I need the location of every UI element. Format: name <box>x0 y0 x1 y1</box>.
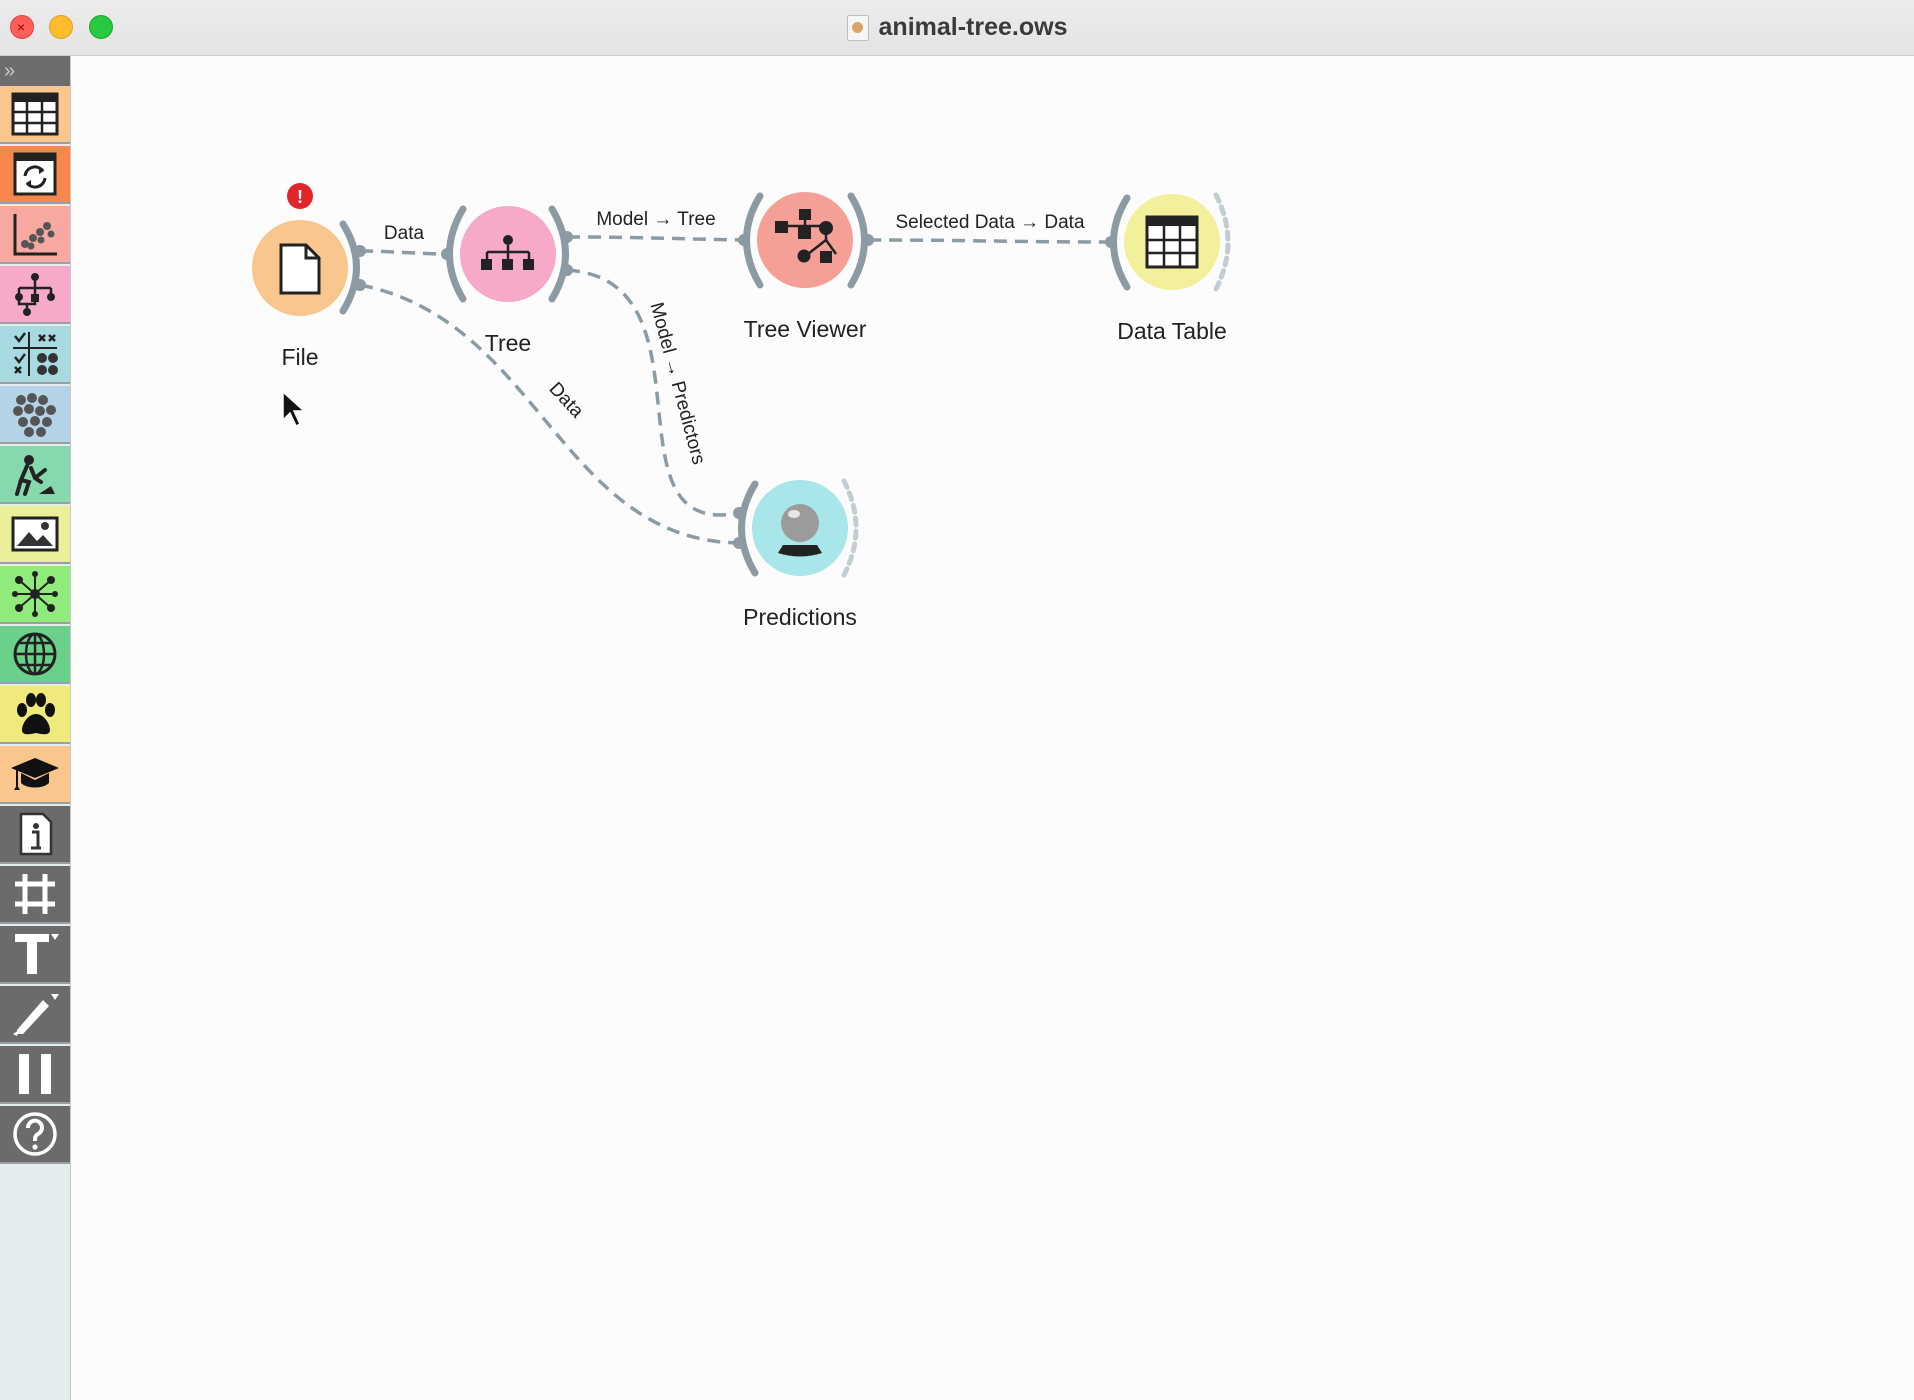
document-icon <box>846 14 869 41</box>
widget-label-data-table: Data Table <box>1117 318 1227 344</box>
toolbar-item-info[interactable] <box>0 806 70 864</box>
toolbar-item-pause[interactable] <box>0 1046 70 1104</box>
widget-label-tree: Tree <box>484 330 532 356</box>
grid-align-icon <box>15 874 55 914</box>
link-label-data-2: Data <box>545 378 588 422</box>
widget-label-file: File <box>281 344 319 370</box>
widget-label-tree-viewer: Tree Viewer <box>743 316 867 342</box>
pause-icon <box>19 1054 51 1094</box>
toolbar-item-help[interactable] <box>0 1106 70 1164</box>
pen-icon <box>13 994 59 1036</box>
error-icon: ! <box>297 187 303 207</box>
link-label-selected-data: Selected Data → Data <box>895 212 1084 233</box>
link-treeviewer-datatable[interactable] <box>867 238 1112 244</box>
toolbar-item-prototypes[interactable] <box>0 446 70 504</box>
error-badge[interactable]: ! <box>287 183 313 209</box>
table-icon <box>11 92 59 136</box>
link-file-tree[interactable] <box>359 249 448 256</box>
toolbar-expand-button[interactable]: » <box>0 56 70 86</box>
link-label-data-1: Data <box>384 223 425 244</box>
link-file-predictions[interactable] <box>359 283 740 545</box>
title-bar: × animal-tree.ows <box>0 0 1914 56</box>
widget-data-table[interactable] <box>1105 192 1231 292</box>
file-icon <box>279 243 321 295</box>
widget-label-predictions: Predictions <box>743 604 857 630</box>
mouse-cursor <box>282 390 306 428</box>
tree-viewer-icon <box>775 209 838 263</box>
help-icon <box>13 1112 57 1156</box>
text-icon <box>15 934 59 974</box>
network-icon <box>12 571 58 617</box>
toolbar-item-transform[interactable] <box>0 146 70 204</box>
toolbar-item-unsupervised[interactable] <box>0 386 70 444</box>
scatter-plot-icon <box>13 214 57 256</box>
info-document-icon <box>19 812 53 856</box>
widget-predictions[interactable] <box>733 478 859 578</box>
toolbar-item-arrow-annotation[interactable] <box>0 986 70 1044</box>
widget-tree-viewer[interactable] <box>738 192 874 289</box>
toolbar-item-network[interactable] <box>0 566 70 624</box>
image-icon <box>11 516 59 552</box>
transform-icon <box>13 152 57 196</box>
workflow-canvas[interactable]: Data Model → Tree Selected Data → Data M… <box>71 56 1914 1400</box>
toolbar-item-evaluate[interactable] <box>0 326 70 384</box>
widget-tree[interactable] <box>441 205 573 303</box>
maximize-window-button[interactable] <box>89 15 113 39</box>
toolbar-item-align[interactable] <box>0 866 70 924</box>
toolbar-item-text-annotation[interactable] <box>0 926 70 984</box>
crystal-ball-icon <box>778 504 822 557</box>
evaluate-icon <box>13 332 58 376</box>
toolbar-item-data[interactable] <box>0 86 70 144</box>
link-tree-predictions[interactable] <box>566 268 740 517</box>
toolbar-item-model[interactable] <box>0 266 70 324</box>
link-tree-treeviewer[interactable] <box>566 235 745 242</box>
workflow-graph: Data Model → Tree Selected Data → Data M… <box>252 183 1231 578</box>
toolbar-item-geo[interactable] <box>0 626 70 684</box>
graduation-cap-icon <box>11 758 59 790</box>
widget-toolbar: » <box>0 56 71 1400</box>
worker-icon <box>15 455 55 496</box>
close-icon: × <box>17 19 26 35</box>
minimize-window-button[interactable] <box>49 15 73 39</box>
toolbar-item-education[interactable] <box>0 746 70 804</box>
toolbar-item-image-analytics[interactable] <box>0 506 70 564</box>
tree-model-icon <box>481 235 534 270</box>
toolbar-item-visualize[interactable] <box>0 206 70 264</box>
table-icon <box>1145 215 1199 269</box>
tree-model-icon <box>15 273 55 316</box>
link-label-model-tree: Model → Tree <box>596 209 715 230</box>
close-window-button[interactable]: × <box>10 15 34 39</box>
globe-icon <box>13 632 57 676</box>
widget-file[interactable] <box>252 220 366 316</box>
window-title: animal-tree.ows <box>878 13 1068 41</box>
toolbar-item-animals[interactable] <box>0 686 70 744</box>
clusters-icon <box>13 393 56 437</box>
paw-icon <box>17 693 55 735</box>
